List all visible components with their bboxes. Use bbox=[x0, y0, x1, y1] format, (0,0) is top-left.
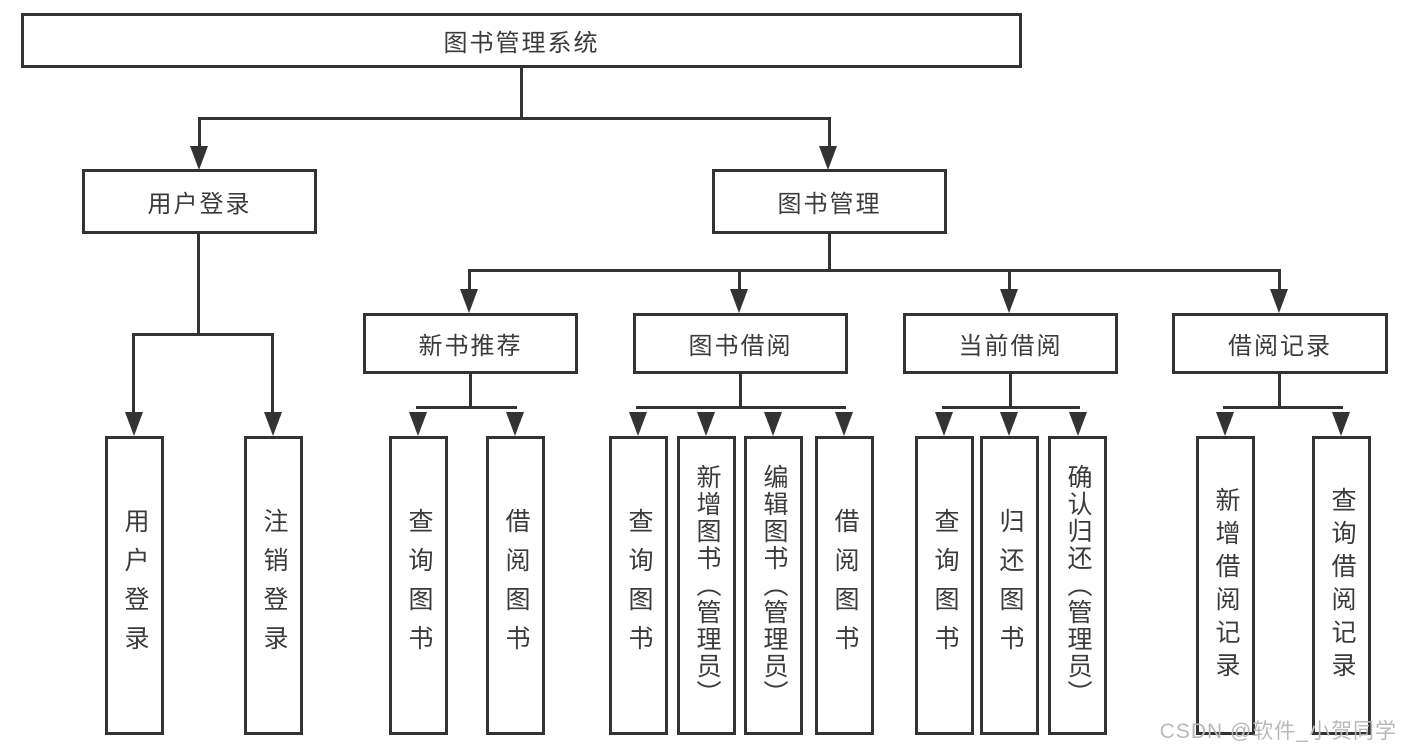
node-label: 图书借阅 bbox=[688, 333, 793, 360]
leaf-return-books: 归还图书 bbox=[980, 436, 1039, 735]
leaf-label: 编辑图书（管理员） bbox=[760, 464, 788, 707]
leaf-edit-book-admin: 编辑图书（管理员） bbox=[744, 436, 803, 735]
leaf-label: 新增图书（管理员） bbox=[693, 464, 721, 707]
arrowhead-down-icon bbox=[1000, 412, 1018, 436]
leaf-query-books: 查询图书 bbox=[389, 436, 448, 735]
node-label: 新书推荐 bbox=[418, 333, 523, 360]
leaf-label: 注销登录 bbox=[260, 507, 288, 664]
leaf-confirm-return-admin: 确认归还（管理员） bbox=[1048, 436, 1107, 735]
connector-line bbox=[468, 269, 1281, 272]
node-current-borrow: 当前借阅 bbox=[903, 313, 1118, 374]
connector-line bbox=[197, 234, 200, 335]
connector-line bbox=[271, 333, 274, 414]
connector-line bbox=[828, 117, 831, 147]
connector-line bbox=[1278, 374, 1281, 409]
arrowhead-down-icon bbox=[190, 146, 208, 170]
connector-line bbox=[469, 374, 472, 409]
connector-line bbox=[828, 234, 831, 271]
arrowhead-down-icon bbox=[835, 412, 853, 436]
arrowhead-down-icon bbox=[409, 412, 427, 436]
arrowhead-down-icon bbox=[730, 289, 748, 313]
arrowhead-down-icon bbox=[629, 412, 647, 436]
leaf-label: 查询图书 bbox=[405, 507, 433, 664]
leaf-logout: 注销登录 bbox=[244, 436, 303, 735]
node-book-management: 图书管理 bbox=[712, 169, 947, 234]
connector-line bbox=[739, 374, 742, 409]
node-label: 借阅记录 bbox=[1228, 333, 1332, 360]
leaf-add-book-admin: 新增图书（管理员） bbox=[677, 436, 736, 735]
node-label: 图书管理系统 bbox=[443, 30, 600, 57]
node-new-book-recommend: 新书推荐 bbox=[363, 313, 578, 374]
leaf-query-borrow-record: 查询借阅记录 bbox=[1312, 436, 1371, 735]
node-root: 图书管理系统 bbox=[21, 13, 1022, 68]
connector-line bbox=[132, 333, 274, 336]
node-borrow-records: 借阅记录 bbox=[1172, 313, 1388, 374]
leaf-label: 查询图书 bbox=[625, 507, 653, 664]
leaf-label: 借阅图书 bbox=[502, 507, 530, 664]
leaf-borrow-books: 借阅图书 bbox=[486, 436, 545, 735]
connector-line bbox=[416, 406, 517, 409]
connector-line bbox=[520, 68, 523, 120]
node-user-login: 用户登录 bbox=[82, 169, 317, 234]
connector-line bbox=[636, 406, 846, 409]
leaf-query-books-3: 查询图书 bbox=[915, 436, 974, 735]
connector-line bbox=[198, 117, 201, 147]
leaf-borrow-books-2: 借阅图书 bbox=[815, 436, 874, 735]
connector-line bbox=[1009, 374, 1012, 409]
watermark: CSDN @软件_小贺同学 bbox=[1159, 720, 1397, 743]
node-label: 图书管理 bbox=[777, 191, 882, 218]
leaf-label: 查询借阅记录 bbox=[1328, 486, 1356, 685]
leaf-label: 用户登录 bbox=[121, 507, 149, 664]
arrowhead-down-icon bbox=[697, 412, 715, 436]
leaf-label: 归还图书 bbox=[996, 507, 1024, 664]
leaf-user-login: 用户登录 bbox=[105, 436, 164, 735]
arrowhead-down-icon bbox=[764, 412, 782, 436]
arrowhead-down-icon bbox=[264, 412, 282, 436]
arrowhead-down-icon bbox=[1216, 412, 1234, 436]
leaf-label: 确认归还（管理员） bbox=[1064, 464, 1092, 707]
arrowhead-down-icon bbox=[460, 289, 478, 313]
leaf-label: 新增借阅记录 bbox=[1212, 486, 1240, 685]
leaf-add-borrow-record: 新增借阅记录 bbox=[1196, 436, 1255, 735]
connector-line bbox=[132, 333, 135, 414]
leaf-label: 借阅图书 bbox=[831, 507, 859, 664]
leaf-label: 查询图书 bbox=[931, 507, 959, 664]
connector-line bbox=[1008, 269, 1011, 291]
connector-line bbox=[1223, 406, 1343, 409]
connector-line bbox=[198, 117, 831, 120]
arrowhead-down-icon bbox=[1000, 289, 1018, 313]
arrowhead-down-icon bbox=[1270, 289, 1288, 313]
connector-line bbox=[942, 406, 1080, 409]
node-label: 用户登录 bbox=[147, 191, 252, 218]
arrowhead-down-icon bbox=[506, 412, 524, 436]
leaf-query-books-2: 查询图书 bbox=[609, 436, 668, 735]
node-book-borrow: 图书借阅 bbox=[633, 313, 848, 374]
connector-line bbox=[738, 269, 741, 291]
arrowhead-down-icon bbox=[935, 412, 953, 436]
arrowhead-down-icon bbox=[125, 412, 143, 436]
connector-line bbox=[468, 269, 471, 291]
node-label: 当前借阅 bbox=[958, 333, 1063, 360]
connector-line bbox=[1278, 269, 1281, 291]
arrowhead-down-icon bbox=[1332, 412, 1350, 436]
arrowhead-down-icon bbox=[819, 146, 837, 170]
arrowhead-down-icon bbox=[1069, 412, 1087, 436]
